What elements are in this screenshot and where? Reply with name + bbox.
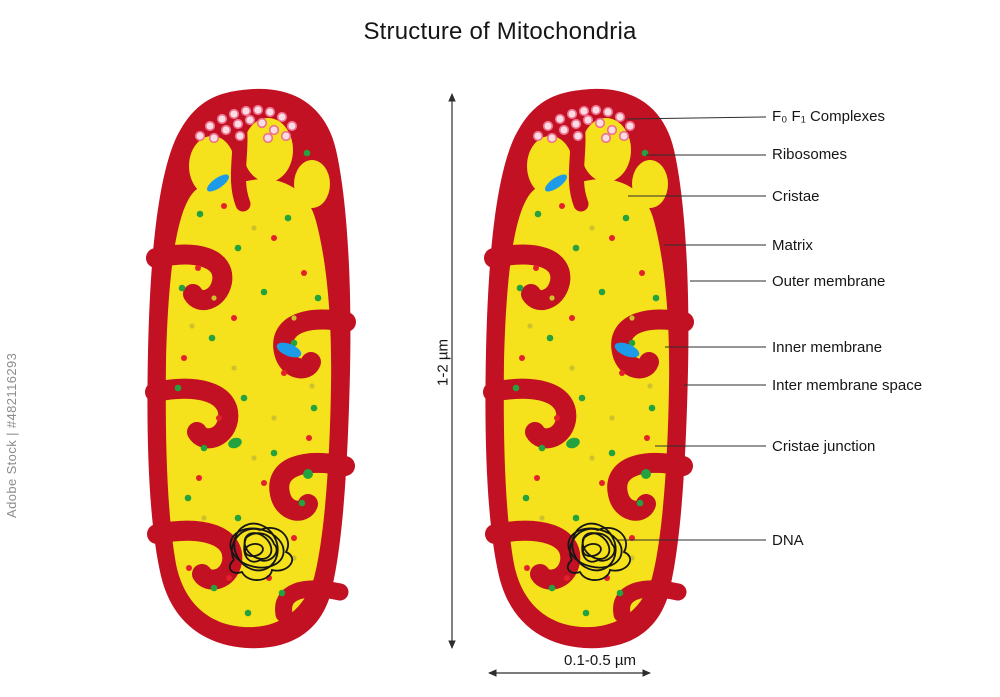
label-dna: DNA [772, 532, 804, 549]
watermark-adobe-stock: Adobe Stock | #482116293 [4, 352, 19, 518]
label-f0f1-complexes: F₀ F₁ Complexes [772, 108, 885, 125]
label-inner-membrane: Inner membrane [772, 339, 883, 356]
label-inter-membrane-space: Inter membrane space [772, 377, 923, 394]
width-measurement-label: 0.1-0.5 µm [563, 652, 636, 669]
label-cristae-junction: Cristae junction [772, 438, 876, 455]
mitochondrion-left [147, 89, 350, 648]
label-ribosomes: Ribosomes [772, 146, 848, 163]
label-matrix: Matrix [772, 237, 813, 254]
page-title: Structure of Mitochondria [363, 18, 637, 45]
height-measurement-label: 1-2 µm [434, 339, 452, 386]
leader-lines [616, 116, 767, 541]
label-cristae: Cristae [772, 188, 820, 205]
leader-f0f1-complexes [626, 116, 767, 120]
label-outer-membrane: Outer membrane [772, 273, 886, 290]
mitochondrion-right [485, 89, 688, 648]
